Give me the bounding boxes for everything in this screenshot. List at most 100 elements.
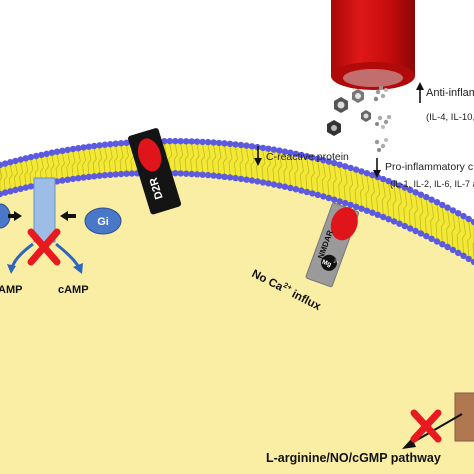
inner-lipid-head [172,170,179,177]
inner-lipid-head [17,185,24,192]
lipid-tail [376,180,381,212]
outer-lipid-head [265,145,272,152]
lipid-tail [92,148,97,174]
outer-lipid-head [232,141,239,148]
inner-lipid-head [309,190,316,197]
lipid-tail [50,155,55,180]
inner-lipid-head [85,173,93,181]
outer-lipid-head [221,140,228,147]
lipid-tail [98,148,103,173]
anti-inflammatory-list: (IL-4, IL-10, [426,112,474,123]
outer-lipid-head [48,149,56,156]
inner-lipid-head [342,199,349,207]
lipid-tail [190,144,195,172]
outer-lipid-head [412,189,419,196]
inner-lipid-head [314,191,321,199]
hexagon-particle [327,120,341,136]
inner-lipid-head [1,189,9,196]
pro-inflammatory-label-group: Pro-inflammatory c (IL-1, IL-2, IL-6, IL… [373,158,474,189]
lipid-tail [3,166,8,190]
outer-lipid-head [177,138,184,145]
lipid-tail [305,159,310,190]
inner-lipid-head [183,170,190,177]
lipid-tail [201,144,206,172]
outer-lipid-head [7,159,14,166]
outer-lipid-head [331,159,338,167]
outer-lipid-head [183,138,190,145]
lipid-tail [338,167,343,199]
lipid-tail [288,155,293,186]
lipid-tail-strokes [0,144,474,260]
inner-lipid-head [358,205,365,212]
inner-lipid-head [325,194,332,202]
inner-lipid-head [204,171,212,179]
outer-lipid-head [433,199,441,206]
inner-lipid-head [112,171,119,178]
outer-lipid-head [281,148,289,155]
pro-inflammatory-text: Pro-inflammatory c [385,161,473,173]
outer-lipid-head [80,144,87,151]
lipid-tail [168,144,173,171]
camp-label: cAMP [58,284,89,296]
lipid-tail [82,150,87,175]
outer-lipid-head [417,191,425,198]
outer-lipid-head [407,186,414,194]
outer-lipid-head [59,147,66,154]
conversion-arrow-right [55,242,80,267]
c-reactive-protein-text: C-reactive protein [266,151,349,163]
outer-lipid-head [53,148,61,155]
left-arrow-icon [8,211,22,221]
inner-lipid-head [265,180,272,187]
lipid-tail [446,210,451,245]
hexagon-particle [361,110,371,122]
outer-lipid-head [465,215,472,223]
outer-lipid-head [470,218,474,226]
inner-lipid-head [374,211,381,218]
cell-cytoplasm [0,156,474,474]
lipid-tail [403,190,408,224]
mg-superscript: 2+ [333,259,340,266]
lipid-tail [60,153,65,178]
lipid-tail [408,192,413,226]
right-arrow-icon [60,211,76,221]
inner-lipid-head [465,255,472,263]
outer-lipid-head [226,140,234,147]
outer-lipid-head [64,146,71,154]
outer-lipid-head [347,164,354,172]
outer-lipid-head [12,157,19,165]
lipid-tail [87,149,92,174]
inner-lipid-head [248,177,256,184]
lipid-tail [283,154,288,184]
inner-lipid-head [428,235,435,242]
lipid-tail [387,184,392,217]
inner-lipid-head [64,176,71,183]
outer-lipid-head [101,141,109,148]
inner-lipid-head [75,175,82,182]
drug-cylinder [331,0,415,90]
pro-inflammatory-list: (IL-1, IL-2, IL-6, IL-7 a [390,179,474,189]
lipid-tail [462,219,466,253]
lipid-tail [125,145,129,171]
outer-lipid-head [43,150,50,157]
outer-lipid-head [1,160,9,167]
inner-lipid-head [455,249,462,257]
pathway-inhibition [402,409,463,449]
inner-lipid-head [80,174,87,181]
inner-lipid-head [412,227,419,235]
lipid-tail [430,202,435,236]
lipid-tail [272,152,277,182]
cylinder-opening-inner [343,69,403,87]
c-reactive-protein-label-group: C-reactive protein [254,146,349,166]
outer-lipid-head [33,152,40,160]
lipid-tail [277,153,282,183]
inner-lipid-head [7,188,14,195]
lipid-tail [414,195,419,229]
inner-lipid-head [303,188,311,196]
inner-lipid-head [243,176,250,183]
inner-lipid-head [59,177,66,184]
lipid-tail [435,205,440,239]
nmdar-receptor: NMDAR Mg 2+ [305,202,360,288]
outer-lipid-head [166,137,173,145]
outer-lipid-head [401,184,408,191]
